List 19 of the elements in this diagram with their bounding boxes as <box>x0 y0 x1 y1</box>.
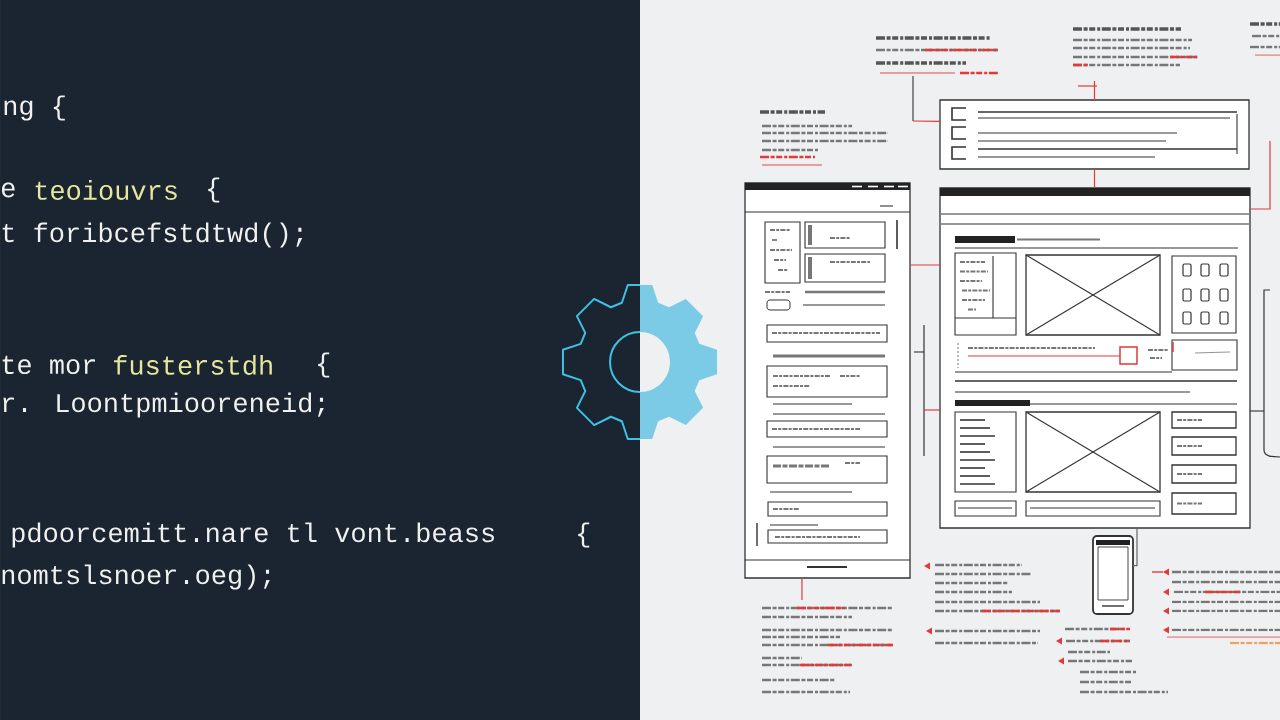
code-text: teoiouvrs <box>35 180 177 200</box>
leader-line <box>909 264 941 266</box>
leader-line <box>1093 80 1096 101</box>
code-text: te mor <box>2 355 95 375</box>
leader-line <box>1132 527 1138 567</box>
code-text: { <box>578 522 590 548</box>
leader-line <box>801 577 803 601</box>
leader-line <box>1093 168 1096 189</box>
code-text: { <box>208 177 220 203</box>
leader-line <box>1249 140 1271 210</box>
leader-line <box>912 120 941 122</box>
code-text: t foribcefstdtwd(); <box>2 222 303 248</box>
code-text: e <box>1 182 15 198</box>
code-text: r. Loontpmiooreneid; <box>3 392 324 418</box>
code-text: fusterstdh <box>114 355 272 375</box>
code-text: { <box>318 352 330 378</box>
code-text: nomtslsnoer.oeg); <box>2 564 270 590</box>
code-text: pdoorcemitt.nare tl vont.beass <box>12 522 494 548</box>
code-text: ng { <box>4 95 65 121</box>
